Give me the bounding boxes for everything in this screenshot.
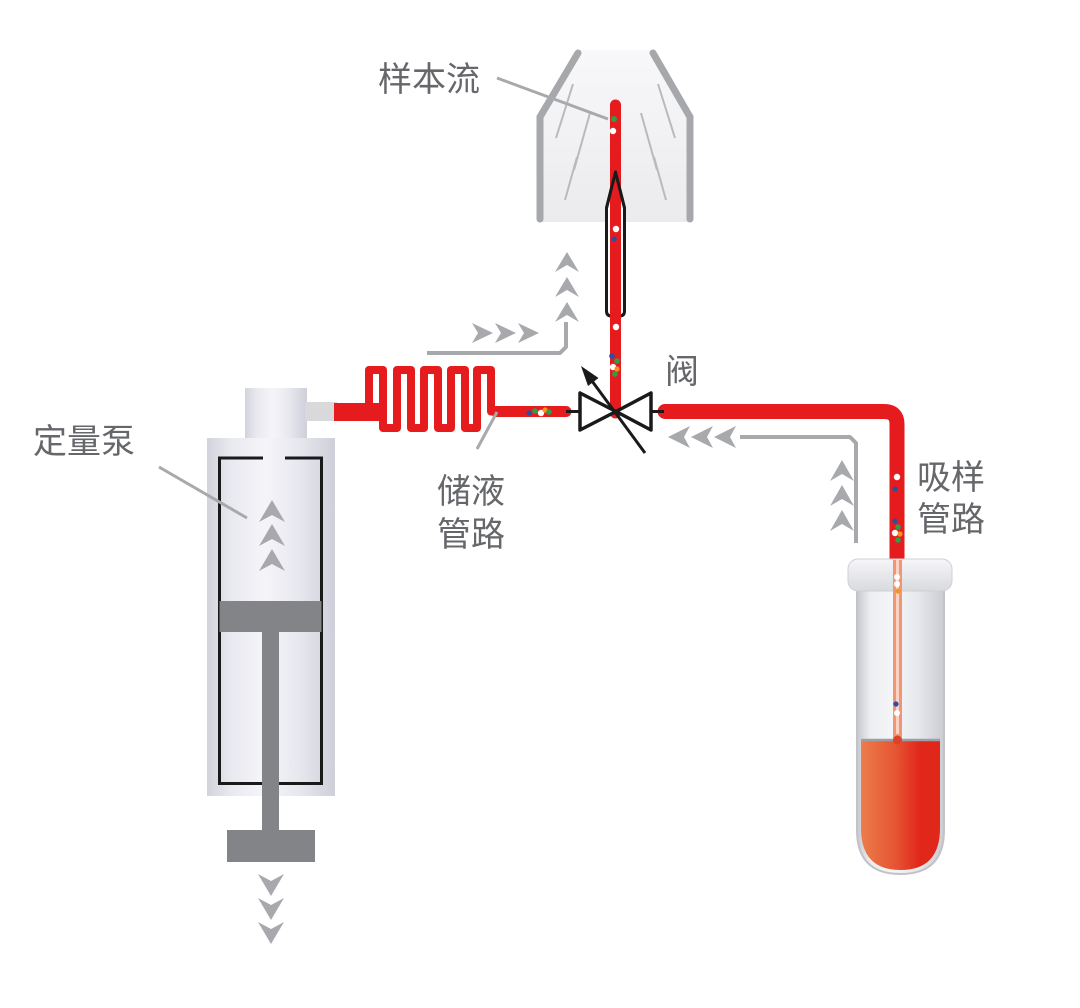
metering-pump <box>207 388 337 944</box>
pump-outlet-tube <box>334 403 382 421</box>
leader-lines <box>158 76 609 520</box>
pump-intake-arrows-up <box>259 500 285 571</box>
metering-pump-label: 定量泵 <box>33 423 135 461</box>
valve-left-triangle <box>578 391 618 432</box>
reservoir-line-label-line1: 储液 <box>437 473 505 511</box>
right-arrows <box>472 323 539 343</box>
sample-stream-label: 样本流 <box>378 61 480 99</box>
flow-cell-left-wall <box>536 49 582 223</box>
blood-sample-liquid <box>861 740 940 870</box>
valve-actuator-arrowhead <box>581 366 599 386</box>
flow-guide-coil-to-nozzle <box>427 252 579 355</box>
pump-plunger-rod <box>262 630 279 832</box>
valve-label: 阀 <box>665 353 699 391</box>
valve-right-triangle <box>614 391 653 432</box>
pump-plunger-arrows-down <box>258 874 284 944</box>
reservoir-coil <box>365 366 495 432</box>
up-arrows <box>555 252 579 322</box>
flow-guide-tube-to-valve <box>668 426 858 543</box>
aspiration-line-label-line2: 管路 <box>917 501 985 539</box>
pump-port <box>305 402 337 421</box>
valve <box>566 366 664 454</box>
pump-neck <box>245 388 307 440</box>
sample-stream-leader <box>496 76 609 121</box>
pump-piston <box>219 601 322 632</box>
up-arrows <box>830 460 854 531</box>
sheath-flow-lines <box>555 83 676 201</box>
sample-particles-left-tube <box>526 407 552 417</box>
aspiration-line-label-line1: 吸样 <box>917 459 985 497</box>
flow-cell-right-wall <box>649 49 694 223</box>
sample-particles-stream <box>609 116 620 377</box>
sample-tube <box>847 558 953 876</box>
needle-tip-outline <box>605 170 626 210</box>
left-arrows <box>668 426 736 448</box>
reservoir-line <box>334 366 572 432</box>
sample-particles-right-tube <box>891 473 903 543</box>
pump-plunger-handle <box>227 830 315 862</box>
aspiration-tube <box>657 404 905 570</box>
sample-particles-probe <box>893 574 901 716</box>
reservoir-line-label-line2: 管路 <box>437 516 505 554</box>
valve-actuator-line <box>590 380 647 454</box>
reservoir-line-leader <box>475 411 499 450</box>
sample-probe-tip <box>893 735 902 745</box>
metering-pump-leader <box>158 465 248 520</box>
